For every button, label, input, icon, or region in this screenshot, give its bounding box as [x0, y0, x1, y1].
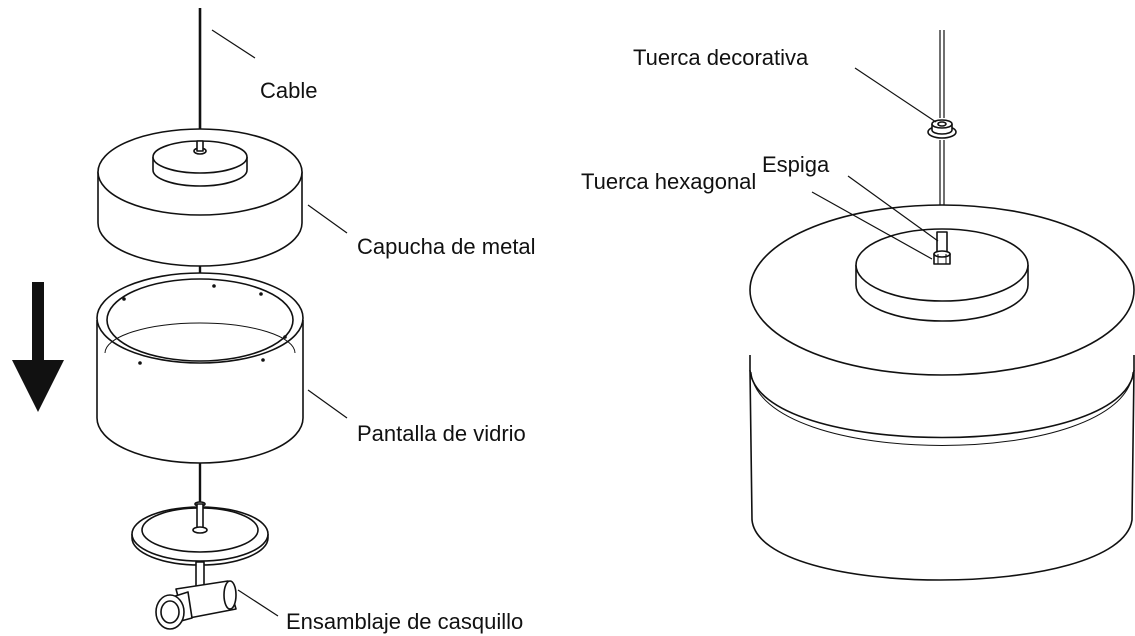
leader-stem — [847, 175, 939, 242]
label-metal-cap: Capucha de metal — [357, 234, 536, 259]
leader-decorative-nut — [854, 67, 937, 123]
down-arrow-icon — [12, 282, 64, 412]
label-glass-shade: Pantalla de vidrio — [357, 421, 526, 446]
label-stem: Espiga — [762, 152, 830, 177]
leader-glass-shade — [307, 389, 348, 419]
label-decorative-nut: Tuerca decorativa — [633, 45, 809, 70]
leader-metal-cap — [307, 204, 348, 234]
stem-and-hex-nut — [933, 231, 951, 265]
leader-cable — [211, 29, 256, 59]
glass-shade — [96, 272, 304, 464]
assembled-cap-top — [855, 228, 1029, 322]
metal-cap — [97, 128, 303, 267]
socket-plate — [131, 501, 269, 566]
label-hex-nut: Tuerca hexagonal — [581, 169, 757, 194]
leader-socket — [237, 589, 279, 617]
label-cable: Cable — [260, 78, 318, 103]
label-socket-assembly: Ensamblaje de casquillo — [286, 609, 524, 634]
decorative-nut — [927, 119, 957, 139]
assembled-shade — [749, 204, 1135, 581]
socket-body — [155, 561, 237, 630]
leader-hex-nut — [811, 191, 933, 260]
